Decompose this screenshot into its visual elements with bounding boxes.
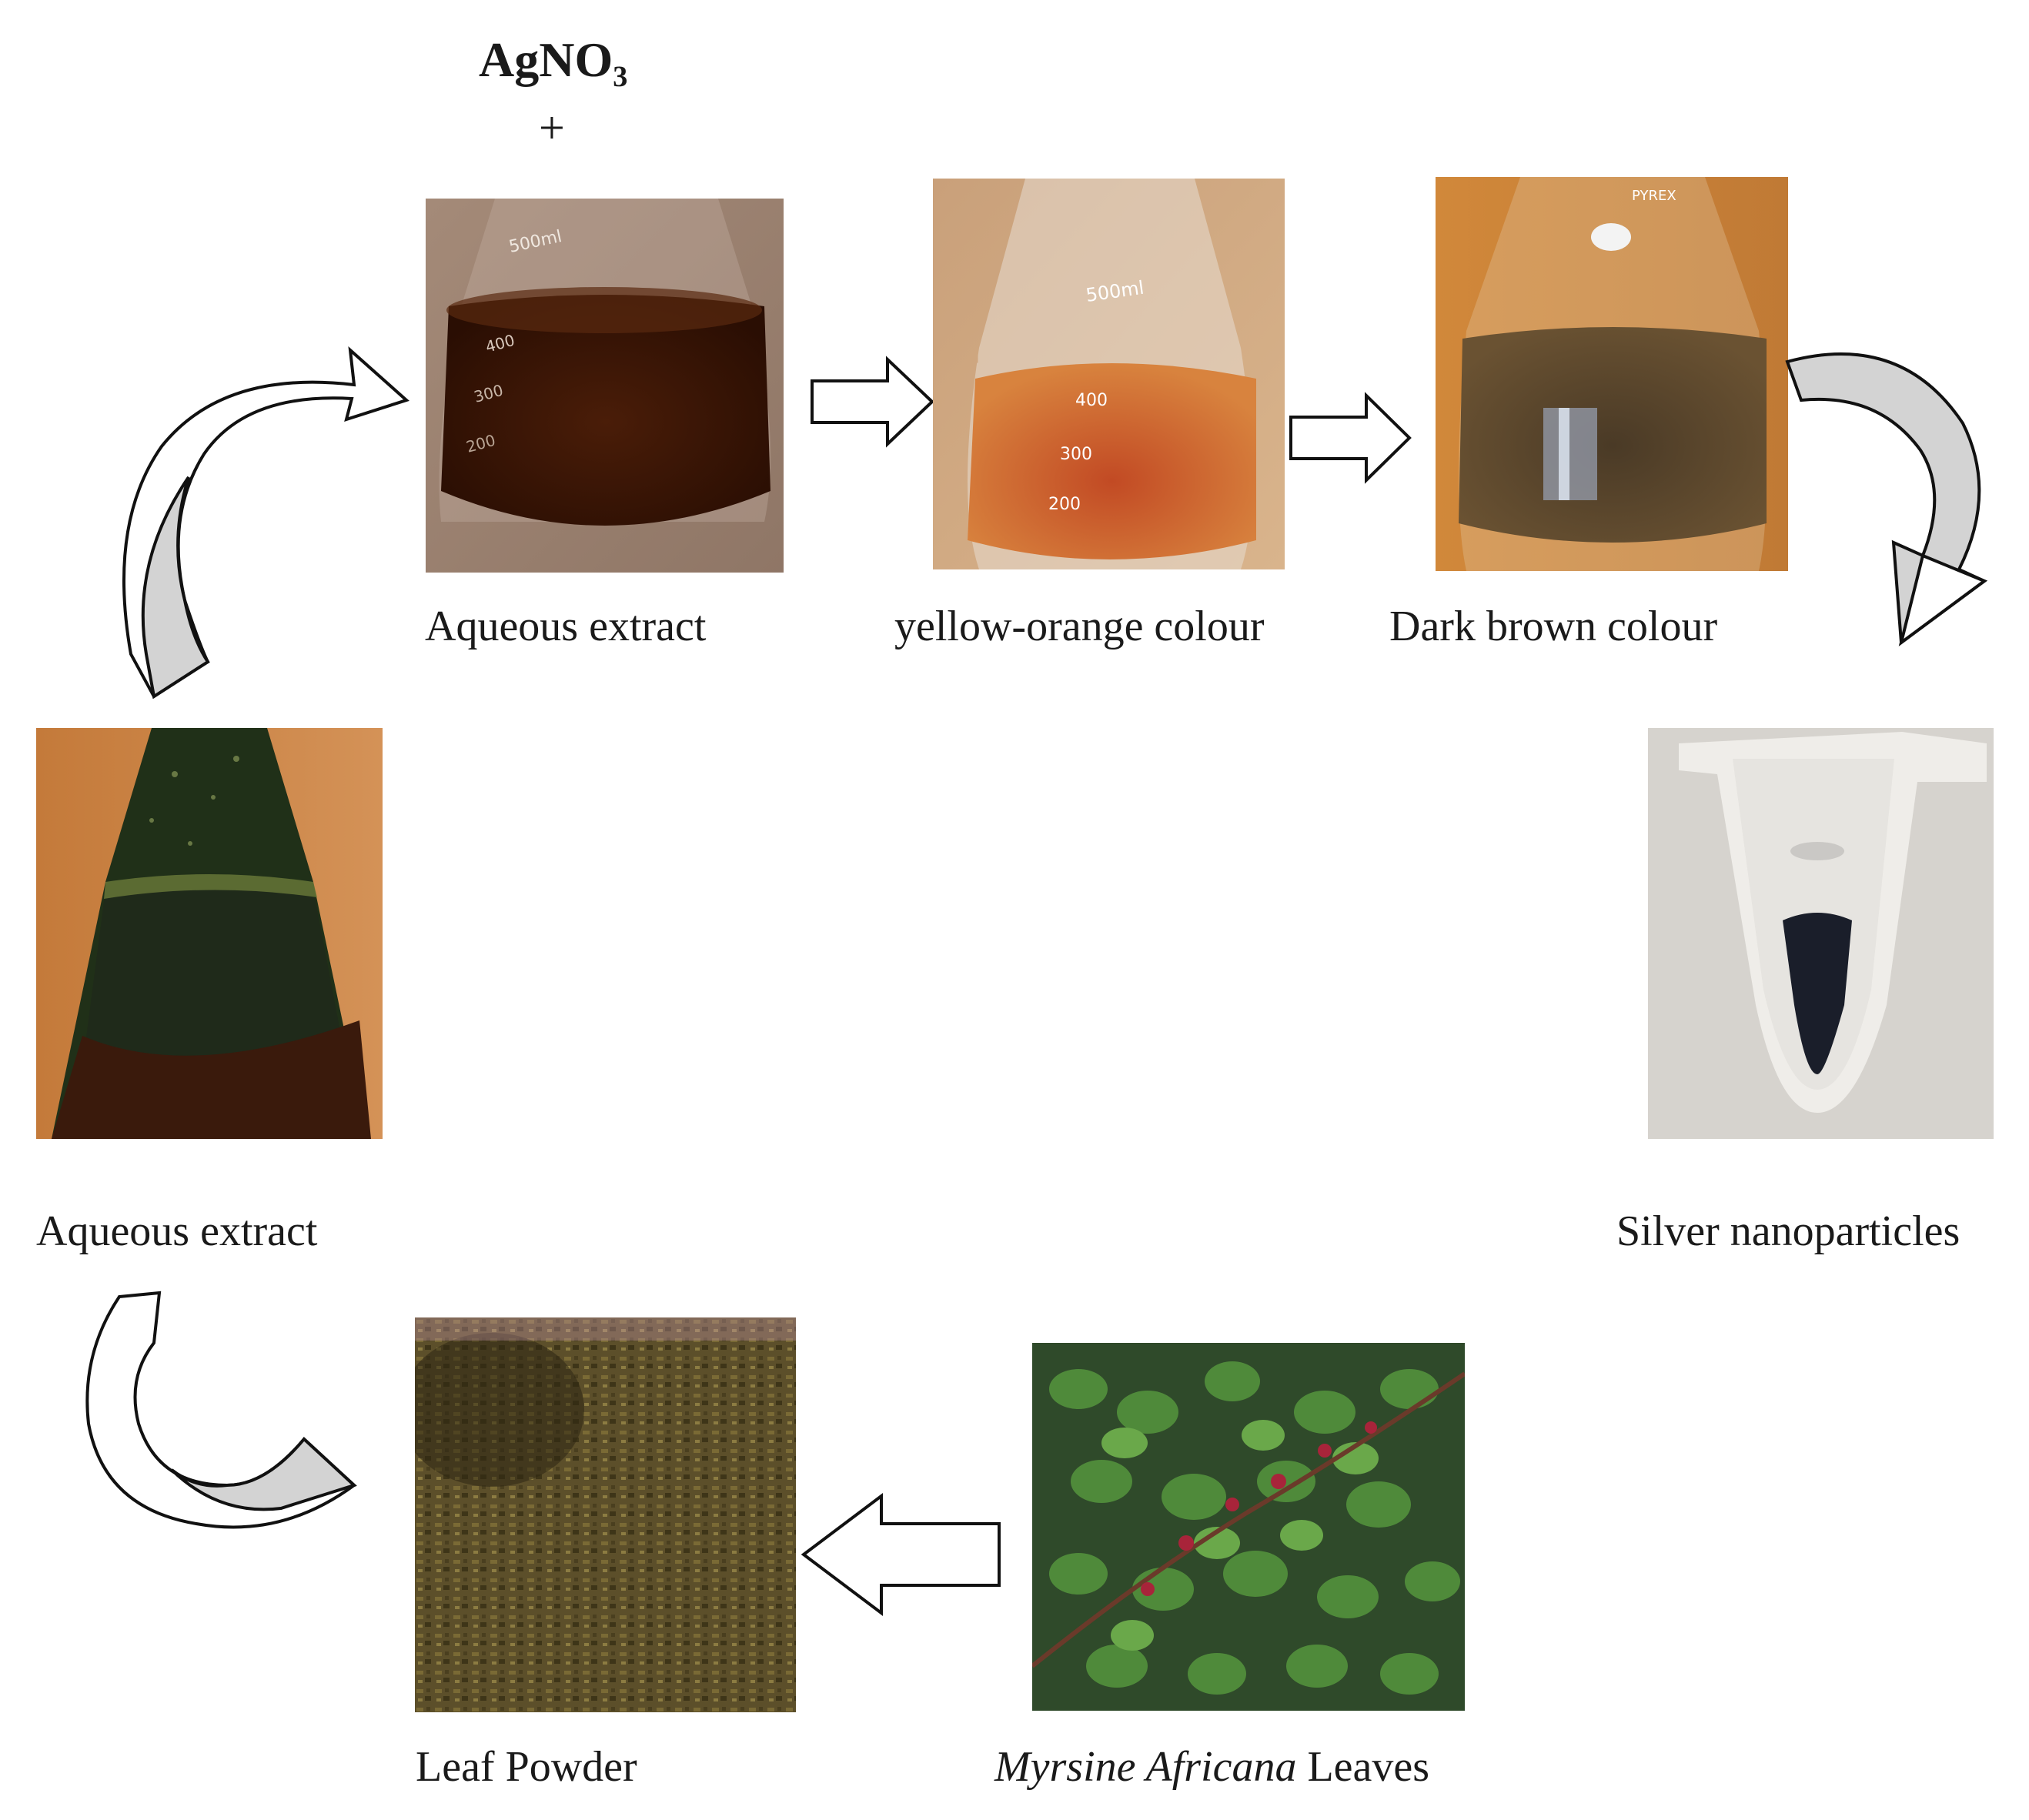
arrow-right-icon [1289, 392, 1412, 484]
aqueous-extract-photo [36, 728, 383, 1139]
curved-arrow-icon [115, 346, 409, 700]
mixed-extract-caption: Aqueous extract [425, 603, 707, 650]
leaf-powder-photo [415, 1317, 796, 1712]
myrsine-leaves-photo [1032, 1343, 1465, 1711]
silver-nanoparticles-caption: Silver nanoparticles [1616, 1207, 1960, 1255]
dark-brown-photo: PYREX [1436, 177, 1788, 571]
species-name: Myrsine Africana [994, 1743, 1297, 1791]
aqueous-extract-caption: Aqueous extract [36, 1207, 318, 1255]
arrow-left-icon [801, 1492, 1002, 1617]
mixed-extract-photo: 500ml 400 300 200 [426, 199, 784, 573]
flask-mark: PYREX [1632, 188, 1676, 204]
curved-arrow-icon [1785, 339, 2001, 646]
yellow-orange-photo: 500ml 400 300 200 [933, 179, 1285, 569]
curved-arrow-icon [81, 1291, 358, 1539]
leaves-word: Leaves [1296, 1743, 1430, 1791]
plus-sign: + [539, 102, 565, 153]
arrow-right-icon [811, 356, 935, 448]
flask-mark: 200 [1048, 495, 1081, 514]
myrsine-leaves-caption: Myrsine Africana Leaves [994, 1745, 1429, 1788]
flask-mark: 400 [1075, 391, 1108, 410]
dark-brown-caption: Dark brown colour [1389, 603, 1718, 650]
reagent-formula: AgNO₃ [479, 32, 628, 87]
flask-mark: 300 [1060, 445, 1092, 464]
yellow-orange-caption: yellow-orange colour [894, 603, 1265, 650]
silver-nanoparticles-photo [1648, 728, 1994, 1139]
leaf-powder-caption: Leaf Powder [416, 1743, 637, 1791]
